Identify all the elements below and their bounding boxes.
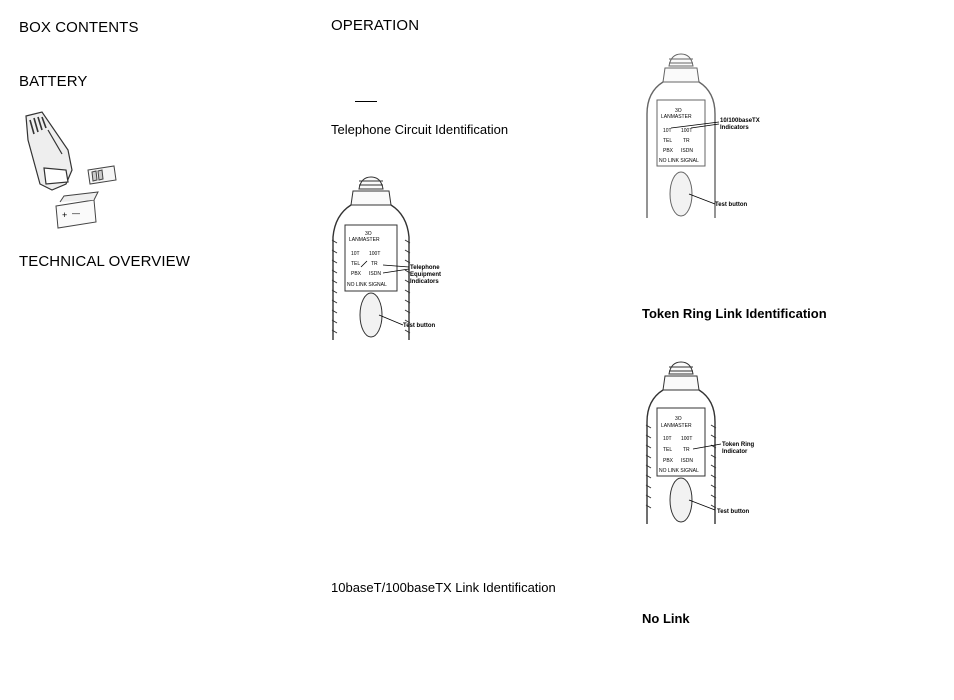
tr-device-brand: LANMASTER — [661, 423, 692, 429]
battery-minus: — — [72, 209, 80, 218]
callout-token-1: Token Ring — [722, 442, 755, 448]
callout-telephone-3: Indicators — [410, 279, 439, 285]
led-10t: 10T — [351, 251, 360, 257]
token-ring-device-figure: 3O LANMASTER 10T 100T TEL TR PBX ISDN NO… — [645, 361, 755, 524]
led-pbx: PBX — [351, 271, 362, 277]
divider-line — [355, 101, 377, 102]
tr-led-tr: TR — [683, 447, 690, 453]
callout-telephone-1: Telephone — [410, 265, 440, 271]
tx-led-10t: 10T — [663, 128, 672, 134]
tr-led-nolink: NO LINK SIGNAL — [659, 468, 699, 474]
tr-led-isdn: ISDN — [681, 458, 693, 464]
tx-device-brand: LANMASTER — [661, 114, 692, 120]
no-link-heading: No Link — [642, 611, 690, 626]
device-brand: LANMASTER — [349, 237, 380, 243]
tx-led-nolink: NO LINK SIGNAL — [659, 158, 699, 164]
tx-led-100t: 100T — [681, 128, 692, 134]
led-isdn: ISDN — [369, 271, 381, 277]
callout-test-button-1: Test button — [403, 323, 436, 329]
tx-led-tel: TEL — [663, 138, 672, 144]
battery-figure: + — — [25, 111, 117, 229]
tr-led-10t: 10T — [663, 436, 672, 442]
technical-overview-heading: TECHNICAL OVERVIEW — [19, 253, 190, 270]
callout-tx-2: Indicators — [720, 125, 749, 131]
callout-telephone-2: Equipment — [410, 272, 441, 278]
telephone-circuit-heading: Telephone Circuit Identification — [331, 122, 509, 137]
tx-led-tr: TR — [683, 138, 690, 144]
led-tel: TEL — [351, 261, 360, 267]
tr-led-100t: 100T — [681, 436, 692, 442]
tr-device-logo: 3O — [675, 416, 682, 422]
callout-tx-1: 10/100baseTX — [720, 118, 760, 124]
tx-device-logo: 3O — [675, 108, 682, 114]
callout-test-button-2: Test button — [715, 202, 748, 208]
callout-token-2: Indicator — [722, 449, 748, 455]
device-logo: 3O — [365, 231, 372, 237]
operation-heading: OPERATION — [331, 17, 420, 34]
tx-led-pbx: PBX — [663, 148, 674, 154]
tx-led-isdn: ISDN — [681, 148, 693, 154]
box-contents-heading: BOX CONTENTS — [19, 19, 139, 36]
tr-led-pbx: PBX — [663, 458, 674, 464]
led-tr: TR — [371, 261, 378, 267]
tx-device-figure: 3O LANMASTER 10T 100T TEL TR PBX ISDN NO… — [646, 53, 760, 218]
battery-plus: + — [62, 210, 67, 220]
callout-test-button-3: Test button — [717, 509, 750, 515]
telephone-device-figure: 3O LANMASTER 10T 100T TEL TR PBX ISDN NO… — [331, 176, 441, 340]
battery-heading: BATTERY — [19, 73, 88, 90]
led-100t: 100T — [369, 251, 380, 257]
link-10-100-heading: 10baseT/100baseTX Link Identification — [331, 580, 556, 595]
tr-led-tel: TEL — [663, 447, 672, 453]
token-ring-heading: Token Ring Link Identification — [642, 306, 827, 321]
led-nolink: NO LINK SIGNAL — [347, 282, 387, 288]
